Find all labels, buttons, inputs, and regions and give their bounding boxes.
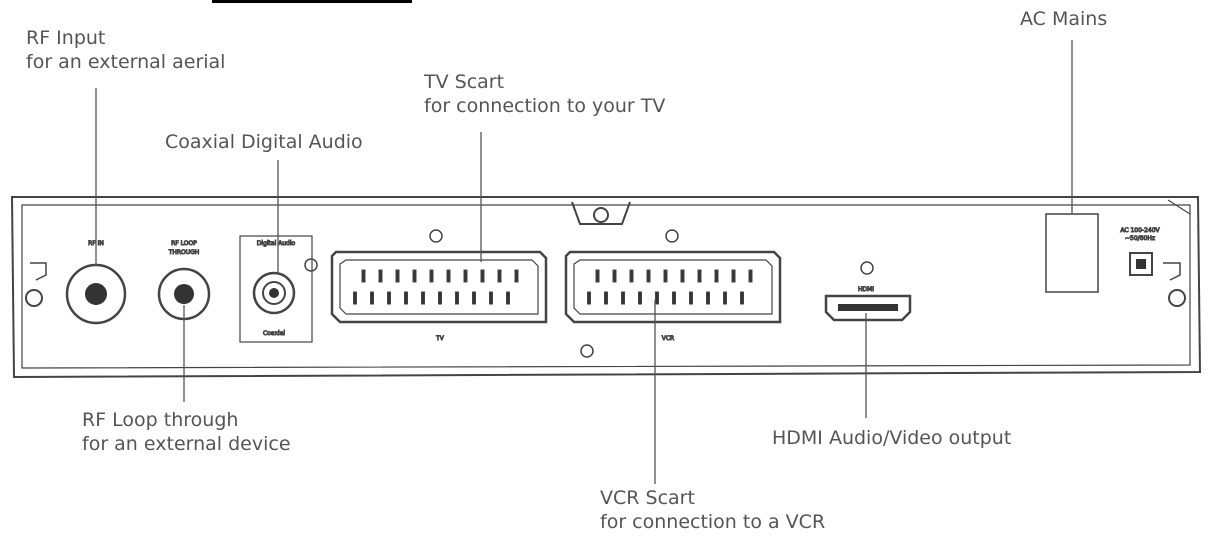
callout-hdmi: HDMI Audio/Video output <box>772 426 1011 450</box>
scart-pin <box>595 269 600 283</box>
scart-pin <box>629 269 634 283</box>
ac-panel-label-1: AC 100-240V <box>1120 227 1160 234</box>
callout-rf-loop-desc: for an external device <box>82 433 291 455</box>
scart-pin <box>438 291 442 305</box>
scart-pin <box>714 269 719 283</box>
scart-pin <box>748 269 753 283</box>
hdmi-connector: HDMI <box>824 261 912 322</box>
scart-pin <box>604 291 608 305</box>
scart-pin <box>378 269 383 283</box>
callout-ac-mains-title: AC Mains <box>1020 8 1108 30</box>
right-mount-hole <box>1163 262 1186 307</box>
callout-vcr-scart-desc: for connection to a VCR <box>600 511 826 533</box>
scart-pin <box>387 291 391 305</box>
scart-pin <box>621 291 625 305</box>
scart-pin <box>663 269 668 283</box>
tv-scart-pins <box>353 269 519 305</box>
scart-pin <box>429 269 434 283</box>
scart-pin <box>646 269 651 283</box>
vcr-panel-label: VCR <box>662 335 674 342</box>
scart-pin <box>723 291 727 305</box>
tv-scart-connector: TV <box>330 229 548 343</box>
leader-lines <box>95 40 1073 484</box>
scart-pin <box>672 291 676 305</box>
scart-pin <box>514 269 519 283</box>
scart-pin <box>706 291 710 305</box>
scart-pin <box>421 291 425 305</box>
scart-pin <box>731 269 736 283</box>
scart-pin <box>472 291 476 305</box>
callout-coaxial: Coaxial Digital Audio <box>165 130 363 154</box>
ac-mains-socket: AC 100-240V ~50/60Hz <box>1045 213 1161 293</box>
digital-audio-label: Digital Audio <box>257 240 296 247</box>
callout-coaxial-title: Coaxial Digital Audio <box>165 131 363 153</box>
callout-tv-scart: TV Scart for connection to your TV <box>424 70 665 118</box>
lower-screw-hole <box>580 344 594 358</box>
callout-tv-scart-desc: for connection to your TV <box>424 95 666 117</box>
callout-rf-input: RF Input for an external aerial <box>26 26 225 74</box>
scart-pin <box>638 291 642 305</box>
scart-pin <box>353 291 357 305</box>
callout-rf-loop-title: RF Loop through <box>82 409 239 431</box>
callout-vcr-scart: VCR Scart for connection to a VCR <box>600 486 825 534</box>
scart-pin <box>697 269 702 283</box>
scart-pin <box>689 291 693 305</box>
scart-pin <box>506 291 510 305</box>
callout-rf-loop: RF Loop through for an external device <box>82 408 291 456</box>
scart-pin <box>361 269 366 283</box>
callout-ac-mains: AC Mains <box>1020 7 1107 31</box>
scart-pin <box>489 291 493 305</box>
scart-pin <box>412 269 417 283</box>
ac-panel-label-2: ~50/60Hz <box>1125 235 1155 242</box>
scart-pin <box>655 291 659 305</box>
scart-pin <box>404 291 408 305</box>
scart-pin <box>740 291 744 305</box>
scart-pin <box>395 269 400 283</box>
scart-pin <box>680 269 685 283</box>
scart-pin <box>612 269 617 283</box>
vcr-scart-connector: VCR <box>564 229 782 343</box>
left-mount-hole <box>25 262 47 307</box>
scart-pin <box>370 291 374 305</box>
callout-hdmi-title: HDMI Audio/Video output <box>772 427 1012 449</box>
scart-pin <box>497 269 502 283</box>
hdmi-panel-label: HDMI <box>858 286 874 293</box>
callout-tv-scart-title: TV Scart <box>424 71 505 93</box>
center-screw <box>571 201 631 225</box>
callout-vcr-scart-title: VCR Scart <box>600 487 695 509</box>
header-bar <box>212 0 412 3</box>
scart-pin <box>480 269 485 283</box>
scart-pin <box>455 291 459 305</box>
rf-loop-label: RF LOOP <box>171 240 197 247</box>
callout-rf-input-title: RF Input <box>26 27 106 49</box>
scart-pin <box>463 269 468 283</box>
coaxial-panel-label: Coaxial <box>263 330 285 337</box>
scart-pin <box>587 291 591 305</box>
rf-loop-label-2: THROUGH <box>168 249 200 256</box>
callout-rf-input-desc: for an external aerial <box>26 51 226 73</box>
vcr-scart-pins <box>587 269 753 305</box>
scart-pin <box>446 269 451 283</box>
tv-panel-label: TV <box>435 335 445 342</box>
coaxial-connector: Digital Audio Coaxial <box>239 235 318 343</box>
device-body <box>10 196 1202 379</box>
